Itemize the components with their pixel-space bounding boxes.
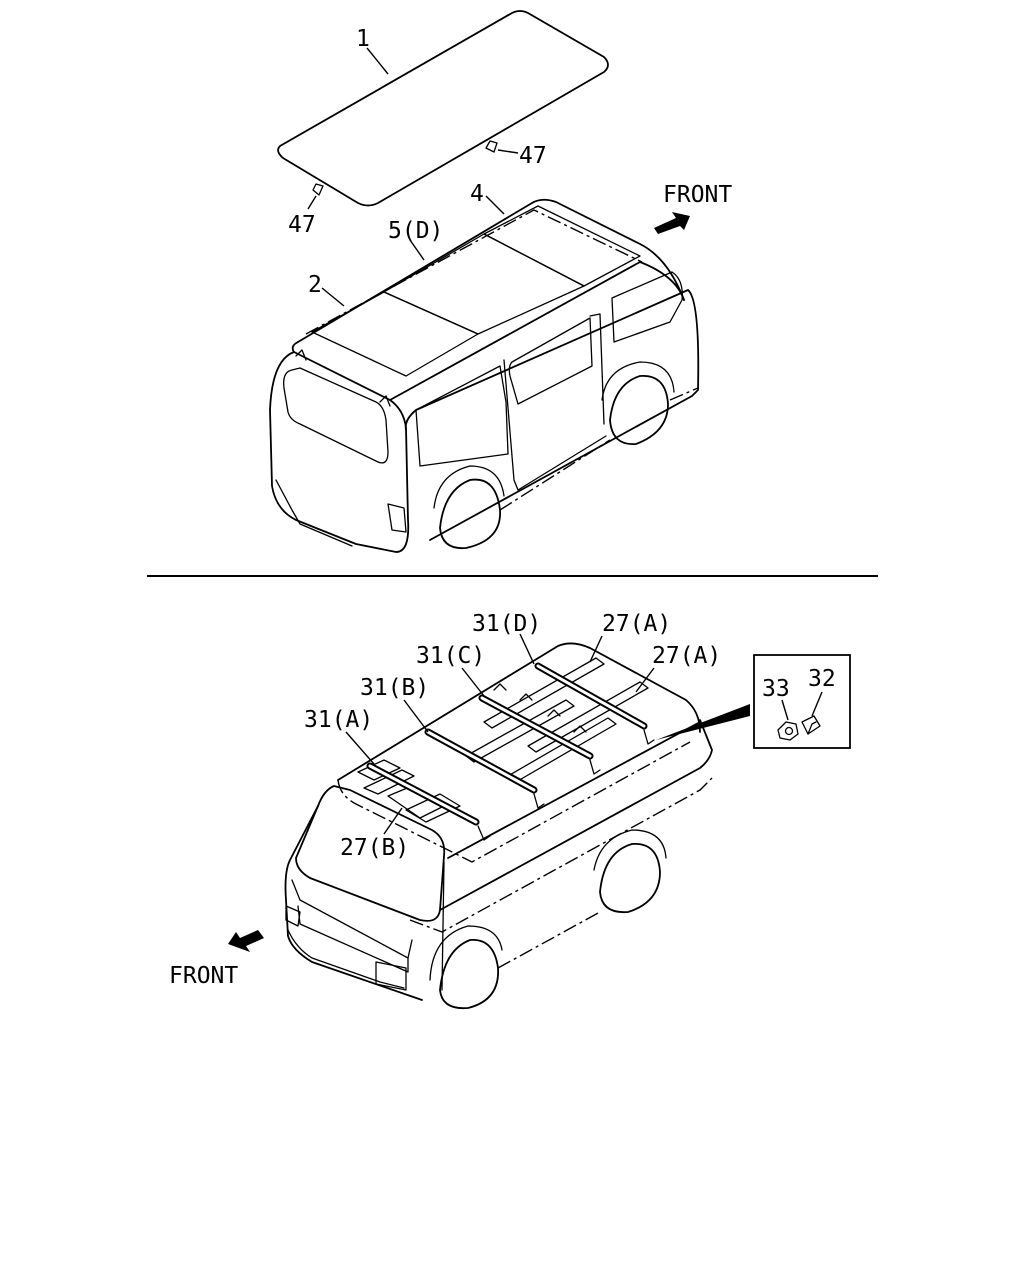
front-arrow-top-icon (654, 212, 690, 234)
nut-33-icon (777, 721, 799, 741)
callout-1: 1 (356, 26, 370, 52)
callout-31a: 31(A) (304, 707, 373, 733)
detail-pointer (656, 704, 750, 740)
clip-47-right (485, 140, 519, 154)
clip-47-left (307, 183, 324, 210)
front-label-top: FRONT (663, 182, 732, 208)
callout-2: 2 (308, 272, 322, 298)
callout-27a-second: 27(A) (652, 643, 721, 669)
callout-33: 33 (762, 676, 790, 702)
callout-32: 32 (808, 666, 836, 692)
bottom-roof-rack-view (228, 633, 851, 1010)
fastener-detail-box (753, 654, 851, 749)
callout-4: 4 (470, 181, 484, 207)
callout-47-left: 47 (288, 212, 316, 238)
clip-32-icon (801, 715, 821, 735)
van-rear-view (269, 198, 700, 553)
front-arrow-bottom-icon (228, 930, 264, 952)
front-label-bottom: FRONT (169, 963, 238, 989)
top-exploded-view (269, 10, 700, 553)
callout-27a-top: 27(A) (602, 611, 671, 637)
roof-rails (366, 662, 655, 841)
van-front-view (284, 642, 713, 1010)
callout-5d: 5(D) (388, 218, 443, 244)
callout-31d: 31(D) (472, 611, 541, 637)
callout-31c: 31(C) (416, 643, 485, 669)
roof-panel (277, 10, 609, 207)
callout-27b: 27(B) (340, 835, 409, 861)
callout-31b: 31(B) (360, 675, 429, 701)
callout-47-right: 47 (519, 143, 547, 169)
